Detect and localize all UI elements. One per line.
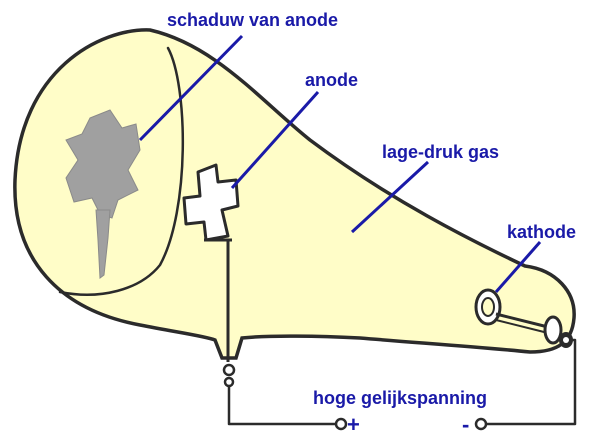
label-minus: - [462, 412, 469, 437]
label-anode: anode [305, 70, 358, 90]
anode-shadow-image [65, 109, 141, 279]
label-high-dc-voltage: hoge gelijkspanning [313, 388, 487, 408]
glass-tube [13, 28, 576, 360]
positive-terminal [334, 417, 348, 431]
label-plus: + [347, 412, 360, 437]
circuit-wire-negative [484, 338, 577, 426]
pointer-shadow [138, 34, 244, 142]
pointer-cathode [494, 241, 542, 293]
label-shadow-of-anode: schaduw van anode [167, 10, 338, 30]
anode-plate [182, 163, 240, 242]
label-low-pressure-gas: lage-druk gas [382, 142, 499, 162]
label-cathode: kathode [507, 222, 576, 242]
pointer-anode [230, 90, 320, 190]
pointer-gas [350, 160, 430, 234]
circuit-wire-positive [227, 384, 338, 426]
negative-terminal [474, 417, 488, 431]
anode-terminal [222, 363, 236, 377]
glass-inner-curve [58, 46, 184, 296]
